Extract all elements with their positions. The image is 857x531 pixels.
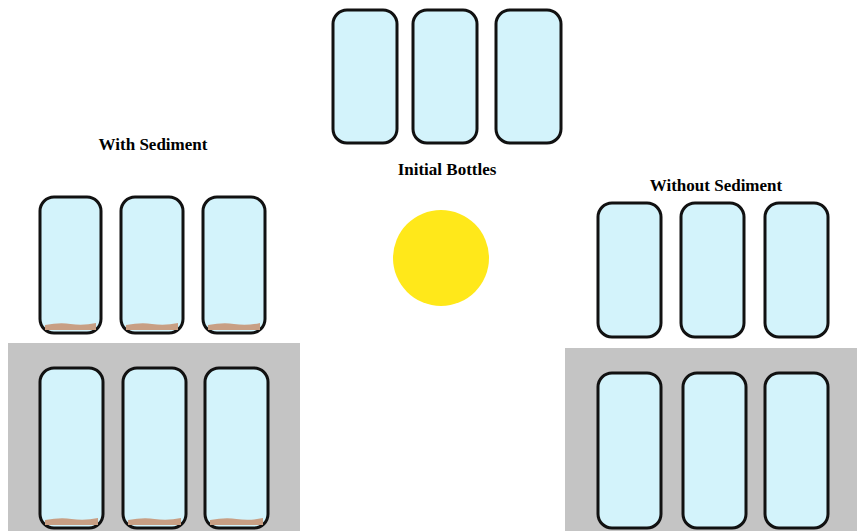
bottle — [205, 368, 268, 528]
bottle-outline — [765, 203, 828, 337]
bottle-outline — [683, 373, 746, 528]
sediment-layer — [208, 323, 260, 330]
group-label: Without Sediment — [650, 176, 782, 196]
group-label: Initial Bottles — [398, 160, 497, 180]
bottle — [598, 203, 661, 337]
bottle — [765, 203, 828, 337]
sun-symbol — [393, 210, 489, 306]
bottle-outline — [205, 368, 268, 528]
bottle-outline — [681, 203, 744, 337]
sediment-layer — [126, 323, 178, 330]
bottle-outline — [496, 10, 561, 143]
bottle-outline — [765, 373, 828, 528]
sediment-layer — [45, 518, 98, 525]
dark-panel — [8, 343, 300, 531]
bottle — [765, 373, 828, 528]
bottle-outline — [123, 368, 186, 528]
bottle — [40, 368, 103, 528]
sediment-layer — [45, 323, 96, 330]
bottle-outline — [413, 10, 477, 143]
bottle — [123, 368, 186, 528]
bottle — [598, 373, 661, 528]
bottle-outline — [40, 197, 101, 333]
bottle-outline — [333, 10, 397, 143]
bottle-outline — [203, 197, 265, 333]
bottle — [333, 10, 397, 143]
bottle — [121, 197, 183, 333]
sediment-layer — [210, 518, 263, 525]
bottle — [496, 10, 561, 143]
dark-panel — [565, 348, 857, 531]
bottle — [413, 10, 477, 143]
bottle — [683, 373, 746, 528]
bottle — [40, 197, 101, 333]
sediment-layer — [128, 518, 181, 525]
bottle-outline — [598, 203, 661, 337]
bottle-outline — [121, 197, 183, 333]
bottle-outline — [40, 368, 103, 528]
bottle-outline — [598, 373, 661, 528]
bottle — [681, 203, 744, 337]
group-label: With Sediment — [99, 135, 208, 155]
bottle — [203, 197, 265, 333]
